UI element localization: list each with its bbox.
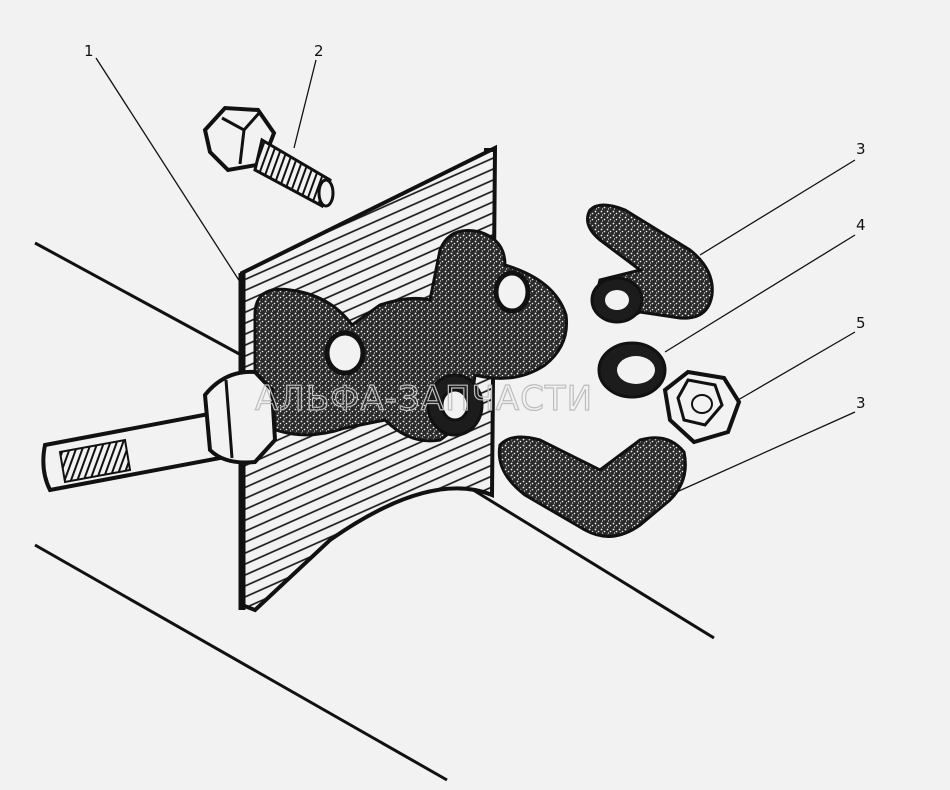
leader-lines: [95, 57, 856, 496]
bolt: [202, 105, 335, 209]
callout-label: 3: [856, 140, 866, 158]
nut: [662, 369, 742, 445]
washer: [597, 341, 667, 399]
callout-label: 5: [856, 314, 866, 332]
frame-rail: [34, 241, 715, 782]
valve-lever: [41, 369, 278, 493]
callout-label: 3: [856, 394, 866, 412]
callout-label: 1: [84, 42, 94, 60]
callout-label: 4: [856, 216, 866, 234]
elbow-fitting-lower: [497, 435, 687, 538]
valve-body: [253, 229, 569, 443]
elbow-fitting-upper: [586, 203, 714, 324]
watermark-text: АЛЬФА-ЗАПЧАСТИ: [255, 379, 593, 419]
callout-label: 2: [314, 42, 324, 60]
